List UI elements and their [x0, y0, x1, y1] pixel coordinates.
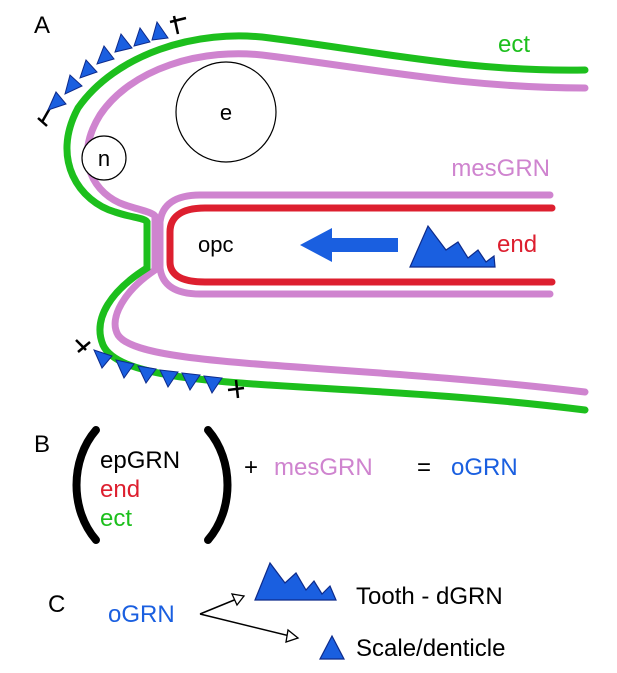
denticle-icon — [115, 359, 135, 380]
tooth-dgrn-label: Tooth - dGRN — [356, 583, 503, 610]
denticle-icon — [181, 372, 201, 392]
e-circle — [175, 61, 277, 163]
epgrn-label: epGRN — [100, 447, 180, 474]
ect-label: ect — [498, 31, 530, 58]
terminus-mark-icon — [227, 379, 245, 399]
denticle-icon — [93, 349, 113, 369]
end-label-a: end — [497, 231, 537, 258]
tooth-icon-a — [409, 224, 496, 268]
e-label: e — [220, 100, 232, 125]
denticle-icon — [96, 44, 115, 65]
tooth-icon-c — [254, 561, 337, 601]
left-paren — [72, 426, 100, 544]
mesgrn-label-b: mesGRN — [274, 454, 373, 481]
scale-denticle-label: Scale/denticle — [356, 635, 505, 662]
arrow-icon — [300, 228, 398, 262]
denticle-icon — [133, 26, 151, 47]
scale-denticle-icon — [319, 634, 345, 660]
end-label-b: end — [100, 476, 140, 503]
mesenchyme-inner-channel — [156, 191, 554, 298]
denticle-icon — [79, 59, 98, 79]
ectoderm-line — [63, 32, 589, 414]
equals-sign: = — [417, 454, 431, 481]
n-label: n — [98, 146, 110, 171]
terminus-mark-icon — [75, 339, 91, 353]
panel-a-label: A — [34, 12, 50, 39]
terminus-mark-icon — [37, 107, 52, 127]
ogrn-label-c: oGRN — [108, 601, 175, 628]
terminus-mark-icon — [169, 15, 187, 35]
opc-label: opc — [198, 232, 233, 257]
upper-denticle-row — [37, 15, 187, 127]
mesgrn-label-a: mesGRN — [451, 155, 550, 182]
denticle-icon — [159, 369, 179, 389]
right-paren — [204, 426, 232, 544]
panel-c-label: C — [48, 591, 65, 618]
denticle-icon — [203, 375, 223, 395]
denticle-icon — [47, 91, 67, 111]
denticle-icon — [64, 74, 83, 95]
plus-sign: + — [244, 454, 258, 481]
n-circle — [81, 135, 127, 181]
ect-label-b: ect — [100, 505, 132, 532]
arrow-to-scale — [199, 613, 299, 639]
mesenchyme-outer-line — [83, 50, 589, 396]
denticle-icon — [114, 32, 133, 53]
ogrn-label-b: oGRN — [451, 454, 518, 481]
lower-denticle-row — [75, 339, 245, 399]
panel-b-label: B — [34, 431, 50, 458]
arrowhead-icon — [230, 593, 246, 607]
denticle-icon — [151, 20, 169, 41]
endoderm-line — [166, 204, 556, 286]
arrowhead-icon — [285, 628, 300, 643]
denticle-icon — [137, 365, 157, 384]
